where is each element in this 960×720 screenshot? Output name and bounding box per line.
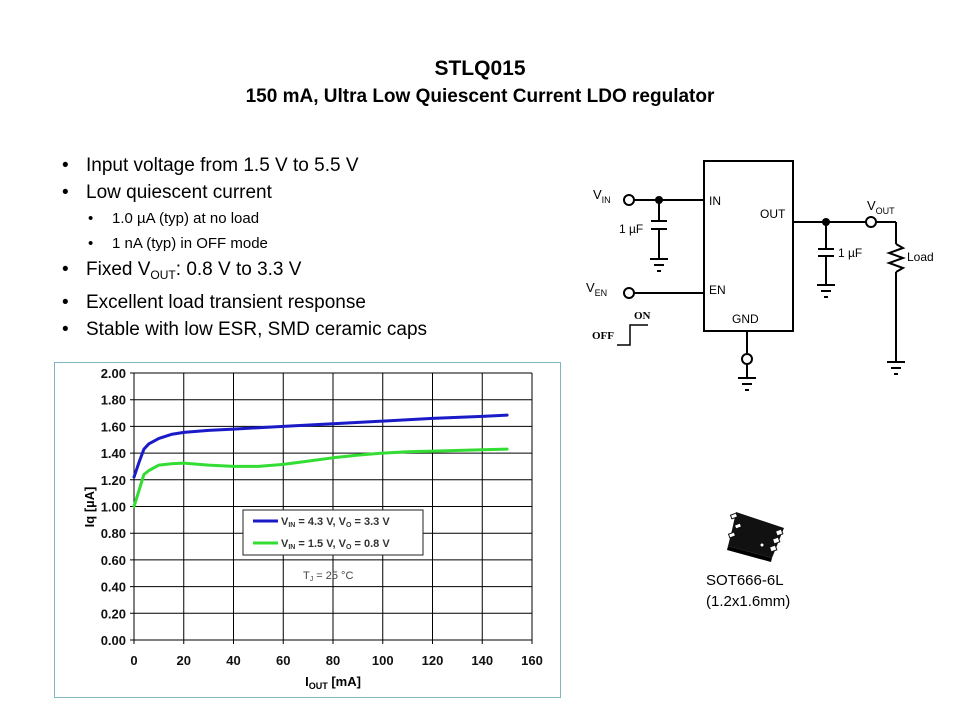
bullet-item: Input voltage from 1.5 V to 5.5 V — [62, 152, 427, 179]
pin-en-label: EN — [709, 283, 726, 297]
package-size: (1.2x1.6mm) — [706, 593, 791, 610]
slide-title: STLQ015 — [434, 57, 526, 80]
feature-list: Input voltage from 1.5 V to 5.5 V Low qu… — [62, 152, 427, 343]
vin-terminal — [623, 194, 635, 206]
slide-subtitle: 150 mA, Ultra Low Quiescent Current LDO … — [245, 86, 715, 107]
vin-junction — [655, 196, 663, 204]
load-label: Load — [907, 250, 934, 264]
bullet-text: : 0.8 V to 3.3 V — [175, 259, 302, 280]
on-label: ON — [634, 310, 651, 322]
bullet-item: Fixed VOUT: 0.8 V to 3.3 V — [62, 256, 427, 289]
chart-frame — [54, 362, 561, 698]
output-cap-label: 1 µF — [838, 246, 862, 260]
bullet-subscript: OUT — [150, 268, 176, 282]
load-resistor — [886, 243, 906, 273]
sub-bullet-item: 1.0 µA (typ) at no load — [62, 206, 427, 231]
bullet-item: Excellent load transient response — [62, 289, 427, 316]
ven-label: VEN — [586, 280, 607, 298]
chip-package-icon — [727, 512, 784, 562]
vin-label: VIN — [593, 187, 611, 205]
ic-body — [703, 160, 794, 332]
vout-label: VOUT — [867, 198, 895, 216]
pin-out-label: OUT — [760, 207, 786, 221]
vout-terminal — [865, 216, 877, 228]
bullet-text: Fixed V — [86, 259, 151, 280]
off-label: OFF — [592, 330, 614, 342]
package-name: SOT666-6L — [706, 572, 784, 589]
bullet-item: Low quiescent current — [62, 179, 427, 206]
gnd-terminal — [741, 353, 753, 365]
pin-in-label: IN — [709, 194, 721, 208]
enable-step-waveform — [617, 324, 648, 346]
package-caption: SOT666-6L (1.2x1.6mm) — [706, 570, 790, 612]
input-cap-label: 1 µF — [619, 222, 643, 236]
sub-bullet-item: 1 nA (typ) in OFF mode — [62, 231, 427, 256]
ven-terminal — [623, 287, 635, 299]
pin-gnd-label: GND — [732, 312, 759, 326]
vout-junction — [822, 218, 830, 226]
bullet-item: Stable with low ESR, SMD ceramic caps — [62, 316, 427, 343]
